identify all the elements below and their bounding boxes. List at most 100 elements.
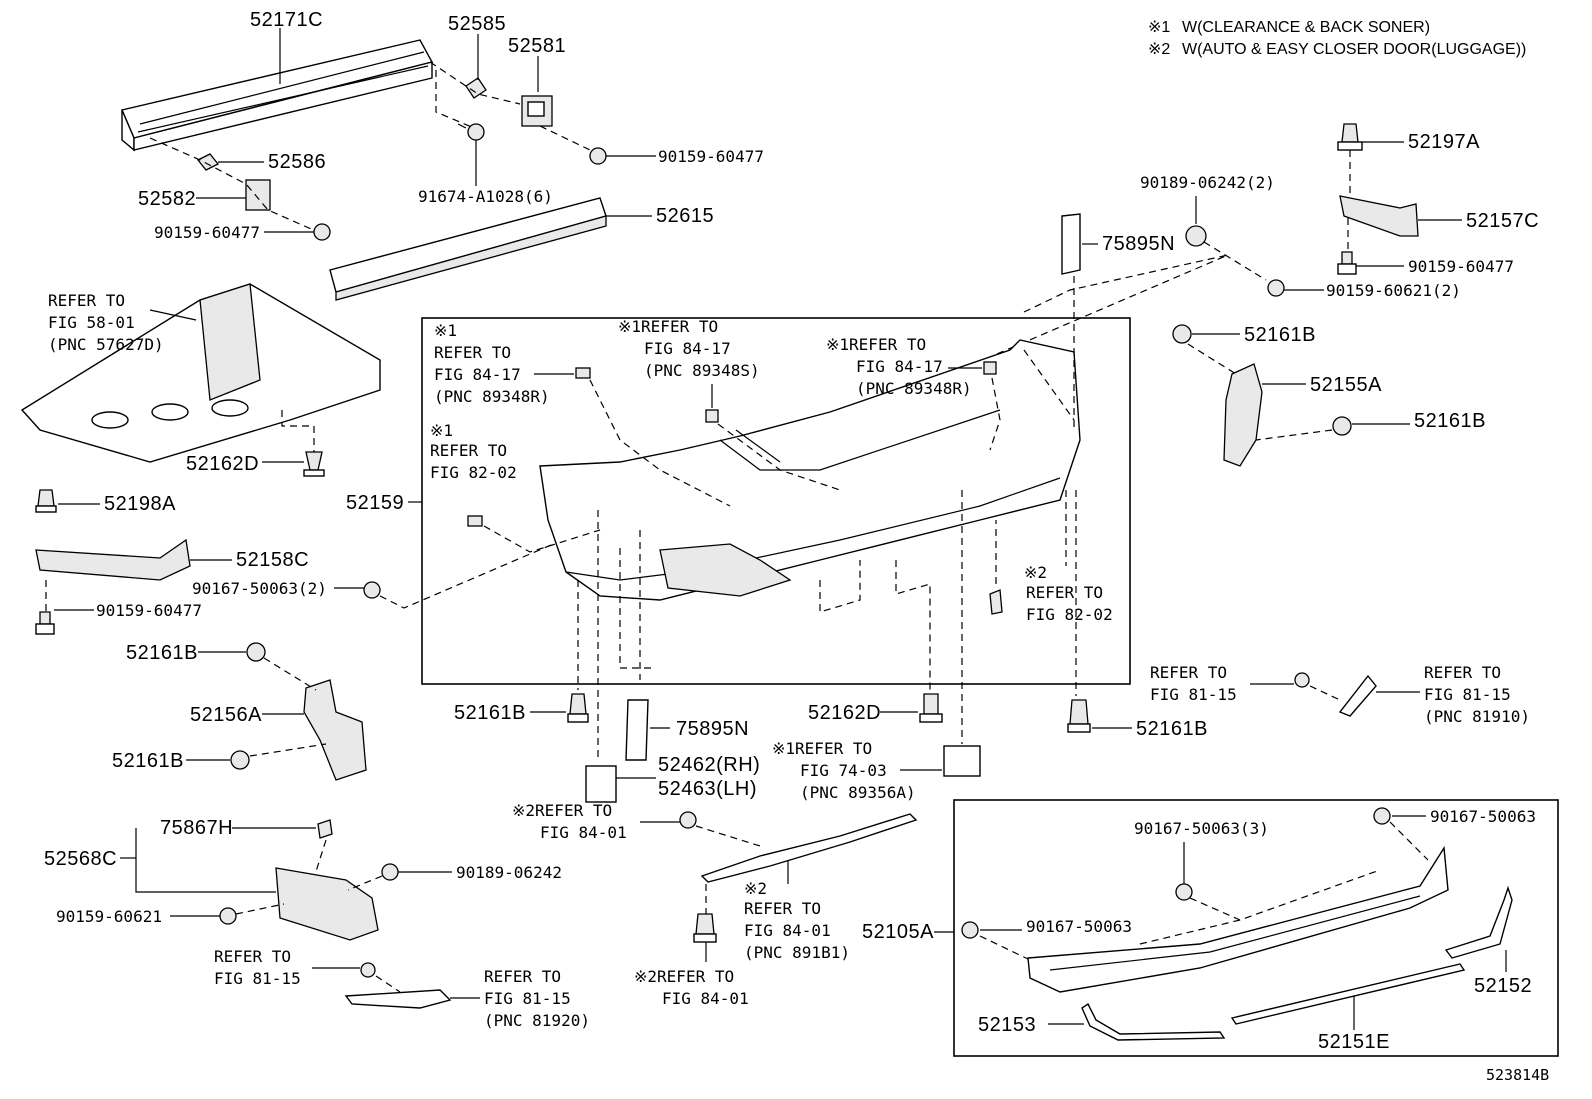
bolt-52161B-right-top-drawing xyxy=(1172,324,1192,344)
bumper-reinforcement-drawing xyxy=(121,39,434,152)
ref-8115-mid-l3: (PNC 81920) xyxy=(484,1011,590,1030)
part-90189-06242: 90189-06242 xyxy=(456,863,562,882)
part-90167-50063-left: 90167-50063 xyxy=(1026,917,1132,936)
ref-8115-right-b-l3: (PNC 81910) xyxy=(1424,707,1530,726)
bolt-90189-06242-drawing xyxy=(381,863,399,881)
ref-8401c-l2: FIG 84-01 xyxy=(662,989,749,1008)
part-52162D-bottom: 52162D xyxy=(808,702,881,724)
garnish-52153-drawing xyxy=(1081,1002,1226,1041)
ref-8115-right-b-l2: FIG 81-15 xyxy=(1424,685,1511,704)
clip-52161B-bottom-mid-drawing xyxy=(567,693,589,723)
ref-8401b-l1: REFER TO xyxy=(744,899,821,918)
part-90159-60621-2: 90159-60621(2) xyxy=(1326,281,1461,300)
clip-52162D-bottom-drawing xyxy=(919,693,943,723)
ref-8115-left-l1: REFER TO xyxy=(214,947,291,966)
diffuser-52105A-drawing xyxy=(1027,845,1449,993)
note-2-mark: ※2 xyxy=(1148,41,1170,58)
part-52568C: 52568C xyxy=(44,848,117,870)
part-90159-60621: 90159-60621 xyxy=(56,907,162,926)
ref-8115-mid-l1: REFER TO xyxy=(484,967,561,986)
ref-fig58-l2: FIG 58-01 xyxy=(48,313,135,332)
ref-8115-right-a-l1: REFER TO xyxy=(1150,663,1227,682)
clip-52161B-bottom-right-drawing xyxy=(1067,699,1091,733)
ref-8417b-l1: ※1REFER TO xyxy=(618,317,718,336)
under-cover-drawing xyxy=(20,283,381,463)
bracket-52582-drawing xyxy=(245,179,271,211)
part-90159-60477-left: 90159-60477 xyxy=(154,223,260,242)
part-75895N-upper: 75895N xyxy=(1102,233,1175,255)
bolt-52161B-right-bottom-drawing xyxy=(1332,416,1352,436)
part-52155A: 52155A xyxy=(1310,374,1382,396)
part-52161B-right-bottom: 52161B xyxy=(1414,410,1486,432)
part-52161B-upper-left: 52161B xyxy=(126,642,198,664)
part-90167-50063-top-right: 90167-50063 xyxy=(1430,807,1536,826)
part-52161B-right-top: 52161B xyxy=(1244,324,1316,346)
bolt-90167-50063-3-drawing xyxy=(1175,883,1193,901)
ref-8202a-l2: FIG 82-02 xyxy=(430,463,517,482)
ref-fig58-l1: REFER TO xyxy=(48,291,125,310)
bolt-52161B-lower-left-drawing xyxy=(230,750,250,770)
ref-8115-right-b-l1: REFER TO xyxy=(1424,663,1501,682)
part-52161B-lower-left: 52161B xyxy=(112,750,184,772)
ref-7403-l3: (PNC 89356A) xyxy=(800,783,916,802)
ref-7403-l2: FIG 74-03 xyxy=(800,761,887,780)
part-52156A: 52156A xyxy=(190,704,262,726)
sensor-clip-b-drawing xyxy=(705,409,719,423)
part-52158C: 52158C xyxy=(236,549,309,571)
bolt-91674-drawing xyxy=(457,123,485,141)
bolt-90159-60477-top-drawing xyxy=(589,147,607,165)
part-90167-50063-3: 90167-50063(3) xyxy=(1134,819,1269,838)
part-52153: 52153 xyxy=(978,1014,1036,1036)
clip-52585-drawing xyxy=(465,77,487,99)
bracket-52156A-drawing xyxy=(303,679,367,781)
diffuser-group-box xyxy=(953,799,1559,1057)
nut-90189-06242-drawing xyxy=(1185,225,1207,247)
sensor-cover-89356A-drawing xyxy=(943,745,981,777)
sensor-clip-c-drawing xyxy=(983,361,997,375)
ref-8202b-l2: FIG 82-02 xyxy=(1026,605,1113,624)
retainer-52615-drawing xyxy=(329,197,607,301)
ref-7403-l1: ※1REFER TO xyxy=(772,739,872,758)
part-52582: 52582 xyxy=(138,188,196,210)
bumper-cover-52159-drawing xyxy=(539,339,1081,601)
part-52162D-left: 52162D xyxy=(186,453,259,475)
part-75895N-lower: 75895N xyxy=(676,718,749,740)
bolt-90167-50063-top-right-drawing xyxy=(1373,807,1391,825)
part-52161B-bottom-mid: 52161B xyxy=(454,702,526,724)
clip-refer-8401-bottom-drawing xyxy=(693,913,717,943)
part-52159: 52159 xyxy=(346,492,404,514)
bolt-90159-60477-lower-left-drawing xyxy=(35,611,55,635)
ref-8417c-l3: (PNC 89348R) xyxy=(856,379,972,398)
ref-8417a-l2: FIG 84-17 xyxy=(434,365,521,384)
ref-fig58-l3: (PNC 57627D) xyxy=(48,335,164,354)
part-52197A: 52197A xyxy=(1408,131,1480,153)
ref-8202b-l1: REFER TO xyxy=(1026,583,1103,602)
ref-8417a-l3: (PNC 89348R) xyxy=(434,387,550,406)
clip-52197A-drawing xyxy=(1337,123,1363,151)
bolt-90159-60621-drawing xyxy=(219,907,237,925)
part-52581: 52581 xyxy=(508,35,566,57)
clip-52586-drawing xyxy=(196,153,220,171)
part-52198A: 52198A xyxy=(104,493,176,515)
ref-8401a-l1: ※2REFER TO xyxy=(512,801,612,820)
ref-8417c-l2: FIG 84-17 xyxy=(856,357,943,376)
clip-refer-8115-left-drawing xyxy=(360,962,376,978)
ref-8202a-l1: REFER TO xyxy=(430,441,507,460)
ref-8417a-l1: REFER TO xyxy=(434,343,511,362)
ref-8202a-mark: ※1 xyxy=(430,421,453,440)
sensor-clip-d-drawing xyxy=(467,515,483,527)
bracket-52568C-drawing xyxy=(275,867,379,941)
part-52462-RH: 52462(RH) xyxy=(658,754,760,776)
clip-52162D-left-drawing xyxy=(303,451,325,477)
clip-52198A-drawing xyxy=(35,489,57,513)
harness-891B1-drawing xyxy=(700,813,918,883)
bolt-90167-50063-left-drawing xyxy=(961,921,979,939)
part-75867H: 75867H xyxy=(160,817,233,839)
part-90189-06242-2: 90189-06242(2) xyxy=(1140,173,1275,192)
bolt-90167-50063-left-drawing xyxy=(363,581,381,599)
ref-8401c-l1: ※2REFER TO xyxy=(634,967,734,986)
part-90159-60477-right: 90159-60477 xyxy=(1408,257,1514,276)
bolt-90159-60621-2-drawing xyxy=(1267,279,1285,297)
part-90167-50063-2: 90167-50063(2) xyxy=(192,579,327,598)
